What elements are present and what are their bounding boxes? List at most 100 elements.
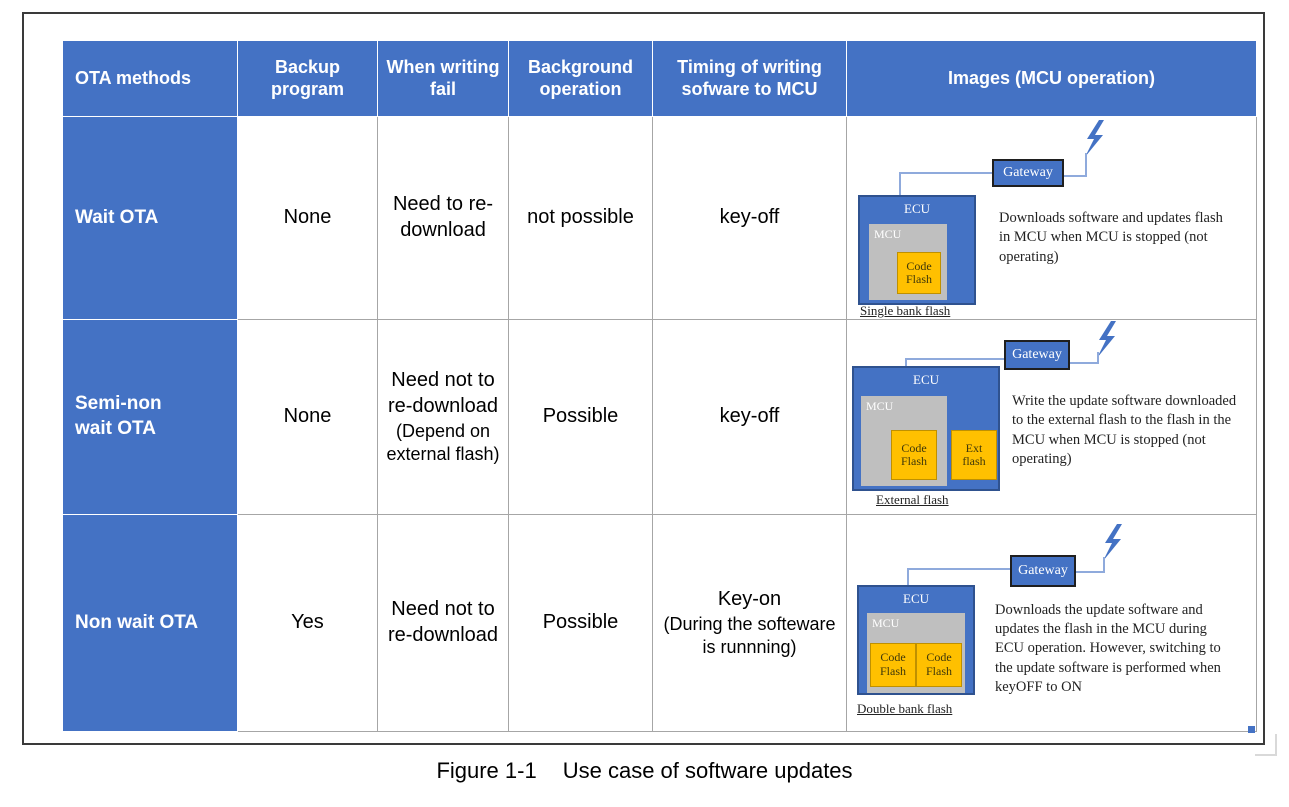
- cell-backup-row1: None: [237, 116, 378, 320]
- bank-caption: Single bank flash: [860, 303, 951, 318]
- column-header-background-operation: Background operation: [508, 40, 653, 117]
- figure-number: Figure 1-1: [436, 758, 537, 783]
- cell-timing-row3: Key-on (During the softeware is runnning…: [652, 513, 847, 733]
- mcu-label: MCU: [872, 615, 900, 630]
- cell-writing-fail-row1: Need to re- download: [377, 116, 509, 320]
- figure-caption-text: Use case of software updates: [562, 758, 853, 783]
- cell-background-row3: Possible: [508, 513, 653, 733]
- header-line: Backup: [274, 56, 341, 77]
- cell-text: Need not to: [391, 598, 495, 621]
- cell-subtext: (Depend on: [395, 420, 491, 441]
- column-header-when-writing-fail: When writing fail: [377, 40, 509, 117]
- lightning-bolt-icon: [1085, 120, 1104, 157]
- cell-background-row2: Possible: [508, 318, 653, 515]
- column-header-images: Images (MCU operation): [846, 40, 1257, 117]
- gateway-label: Gateway: [1012, 346, 1062, 362]
- wire-gateway-to-ecu: [907, 567, 1014, 588]
- gateway-box: Gateway: [1004, 339, 1070, 370]
- bank-caption: External flash: [876, 491, 949, 507]
- header-line: program: [270, 78, 344, 99]
- ecu-label: ECU: [913, 371, 939, 387]
- cell-text: Need to re-: [392, 193, 494, 216]
- wire-bolt-to-gateway: [1053, 153, 1087, 177]
- lightning-bolt-icon: [1103, 523, 1122, 561]
- gateway-box: Gateway: [992, 159, 1064, 187]
- header-line: fail: [429, 78, 456, 99]
- column-header-timing-of-writing: Timing of writing sofware to MCU: [652, 40, 847, 117]
- cell-backup-row2: None: [237, 318, 378, 515]
- cell-text: download: [400, 218, 486, 241]
- header-line: Timing of writing: [677, 56, 822, 77]
- diagram-description: Write the update software downloaded to …: [1012, 392, 1237, 467]
- method-label: Wait OTA: [75, 206, 159, 228]
- cell-subtext: is runnning): [702, 636, 797, 657]
- cell-backup-row3: Yes: [237, 513, 378, 733]
- cell-writing-fail-row2: Need not to re-download (Depend on exter…: [377, 318, 509, 515]
- cell-text: key-off: [719, 405, 780, 428]
- cell-text: None: [283, 405, 332, 428]
- cell-text: Need not to: [391, 369, 495, 392]
- cell-text: key-off: [719, 206, 780, 229]
- table-row: Non wait OTA Yes Need not to re-download…: [62, 513, 1257, 733]
- table-header-row: OTA methods Backup program When writing …: [62, 40, 1257, 117]
- column-header-backup-program: Backup program: [237, 40, 378, 117]
- cell-text: Key-on: [717, 588, 782, 611]
- method-label: wait OTA: [75, 417, 156, 439]
- cell-background-row1: not possible: [508, 116, 653, 320]
- method-label: Semi-non: [75, 393, 162, 415]
- cell-timing-row1: key-off: [652, 116, 847, 320]
- gateway-label: Gateway: [1018, 562, 1068, 578]
- method-label: Non wait OTA: [75, 611, 199, 633]
- cell-method-wait-ota: Wait OTA: [62, 116, 238, 320]
- cell-text: Yes: [291, 611, 324, 634]
- cell-text: re-download: [387, 623, 499, 646]
- wire-gateway-to-ecu: [899, 172, 995, 199]
- cell-text: None: [283, 206, 332, 229]
- cell-timing-row2: key-off: [652, 318, 847, 515]
- cell-text: not possible: [527, 206, 634, 229]
- table-row: Semi-non wait OTA None Need not to re-do…: [62, 318, 1257, 515]
- cell-text: Possible: [542, 611, 619, 634]
- bank-caption: Double bank flash: [857, 700, 953, 716]
- cell-method-non-wait-ota: Non wait OTA: [62, 513, 238, 733]
- header-line: sofware to MCU: [681, 78, 818, 99]
- ecu-label: ECU: [904, 201, 930, 216]
- ecu-label: ECU: [903, 590, 929, 606]
- header-line: operation: [539, 78, 622, 99]
- header-line: Background: [527, 56, 633, 77]
- header-line: When writing: [386, 56, 500, 77]
- diagram-description: Downloads the update software and update…: [995, 601, 1221, 696]
- ota-methods-table: OTA methods Backup program When writing …: [62, 40, 1257, 733]
- cell-text: re-download: [387, 394, 499, 417]
- cell-method-semi-non-wait-ota: Semi-non wait OTA: [62, 318, 238, 515]
- diagram-description: Downloads software and updates flash in …: [999, 210, 1223, 265]
- frame-corner-marker: [1255, 734, 1277, 756]
- cell-text: Possible: [542, 405, 619, 428]
- cell-subtext: external flash): [386, 443, 500, 464]
- figure-caption: Figure 1-1 Use case of software updates: [0, 758, 1289, 784]
- header-line: Images (MCU operation): [947, 67, 1156, 88]
- mcu-label: MCU: [866, 398, 894, 413]
- document-frame: OTA methods Backup program When writing …: [22, 12, 1277, 756]
- mcu-label: MCU: [874, 227, 902, 241]
- resize-handle-icon[interactable]: [1248, 726, 1255, 733]
